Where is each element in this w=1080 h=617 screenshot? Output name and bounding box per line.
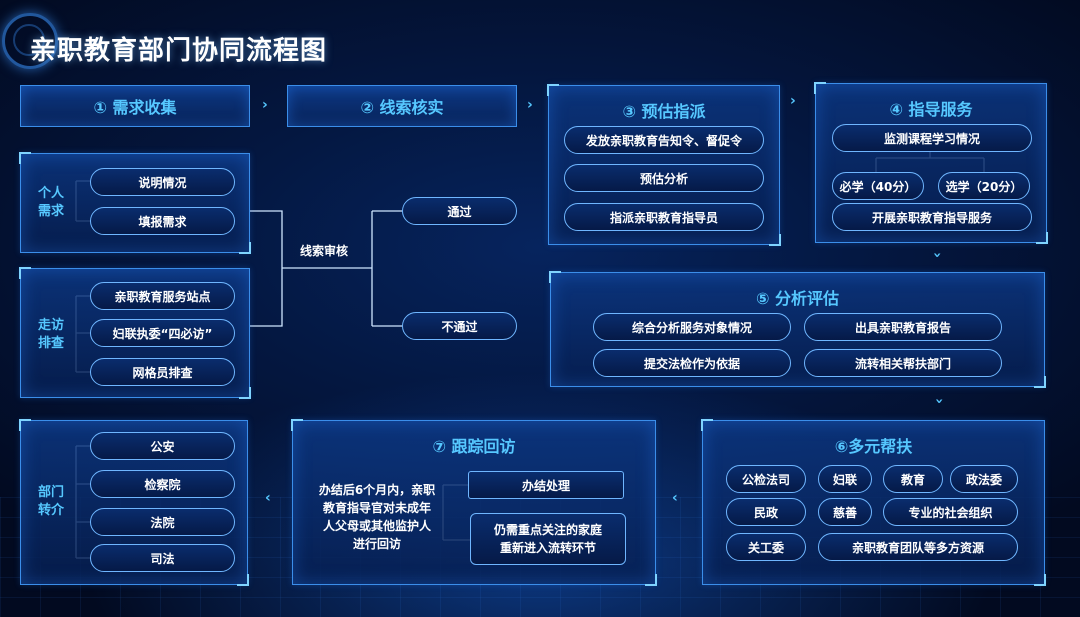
personal-item: 说明情况 bbox=[90, 168, 235, 196]
guidance-required: 必学（40分） bbox=[832, 172, 924, 200]
support-item: 慈善 bbox=[818, 498, 872, 526]
followup-end: 办结处理 bbox=[468, 471, 624, 499]
review-pass: 通过 bbox=[402, 197, 517, 225]
support-item: 专业的社会组织 bbox=[883, 498, 1018, 526]
followup-reenter: 仍需重点关注的家庭 重新进入流转环节 bbox=[470, 513, 626, 565]
evaluation-item: 流转相关帮扶部门 bbox=[804, 349, 1002, 377]
personal-need-label: 个人 需求 bbox=[37, 186, 64, 219]
support-item: 政法委 bbox=[950, 465, 1018, 493]
personal-item: 填报需求 bbox=[90, 207, 235, 235]
stage-7-title: ⑦ 跟踪回访 bbox=[432, 437, 516, 456]
chevron-right-icon: › bbox=[790, 93, 796, 109]
dispatch-item: 指派亲职教育指导员 bbox=[564, 203, 764, 231]
evaluation-item: 提交法检作为依据 bbox=[593, 349, 791, 377]
dispatch-item: 发放亲职教育告知令、督促令 bbox=[564, 126, 764, 154]
transfer-item: 检察院 bbox=[90, 470, 235, 498]
guidance-monitor: 监测课程学习情况 bbox=[832, 124, 1032, 152]
stage-3-panel: ③ 预估指派 发放亲职教育告知令、督促令 预估分析 指派亲职教育指导员 bbox=[547, 84, 781, 246]
transfer-item: 公安 bbox=[90, 432, 235, 460]
review-fail: 不通过 bbox=[402, 312, 517, 340]
stage-2-header: ② 线索核实 bbox=[287, 85, 517, 127]
visit-item: 网格员排查 bbox=[90, 358, 235, 386]
chevron-down-icon: › bbox=[928, 252, 945, 258]
support-item: 公检法司 bbox=[726, 465, 806, 493]
review-label: 线索审核 bbox=[300, 244, 349, 258]
stage-4-title: ④ 指导服务 bbox=[889, 100, 973, 119]
stage-3-title: ③ 预估指派 bbox=[622, 102, 706, 121]
stage-2-title: ② 线索核实 bbox=[360, 98, 444, 117]
visit-item: 妇联执委“四必访” bbox=[90, 319, 235, 347]
stage-1-header: ① 需求收集 bbox=[20, 85, 250, 127]
support-item: 教育 bbox=[883, 465, 943, 493]
support-item: 亲职教育团队等多方资源 bbox=[818, 533, 1018, 561]
visit-item: 亲职教育服务站点 bbox=[90, 282, 235, 310]
transfer-item: 司法 bbox=[90, 544, 235, 572]
chevron-right-icon: › bbox=[262, 97, 268, 113]
chevron-left-icon: ‹ bbox=[672, 490, 678, 506]
dispatch-item: 预估分析 bbox=[564, 164, 764, 192]
support-item: 民政 bbox=[726, 498, 806, 526]
chevron-left-icon: ‹ bbox=[265, 490, 271, 506]
followup-description: 办结后6个月内，亲职教育指导官对未成年人父母或其他监护人进行回访 bbox=[318, 483, 436, 551]
stage-6-title: ⑥多元帮扶 bbox=[834, 437, 913, 456]
page-title: 亲职教育部门协同流程图 bbox=[30, 36, 328, 66]
guidance-service: 开展亲职教育指导服务 bbox=[832, 203, 1032, 231]
support-item: 妇联 bbox=[818, 465, 872, 493]
evaluation-item: 综合分析服务对象情况 bbox=[593, 313, 791, 341]
guidance-elective: 选学（20分） bbox=[938, 172, 1030, 200]
stage-1-title: ① 需求收集 bbox=[93, 98, 177, 117]
evaluation-item: 出具亲职教育报告 bbox=[804, 313, 1002, 341]
stage-5-title: ⑤ 分析评估 bbox=[755, 289, 840, 308]
transfer-item: 法院 bbox=[90, 508, 235, 536]
visit-label: 走访 排查 bbox=[37, 318, 64, 351]
chevron-right-icon: › bbox=[527, 97, 533, 113]
corner-ring-decoration bbox=[2, 13, 58, 69]
transfer-label: 部门 转介 bbox=[37, 485, 64, 518]
chevron-down-icon: › bbox=[930, 398, 947, 404]
support-item: 关工委 bbox=[726, 533, 806, 561]
